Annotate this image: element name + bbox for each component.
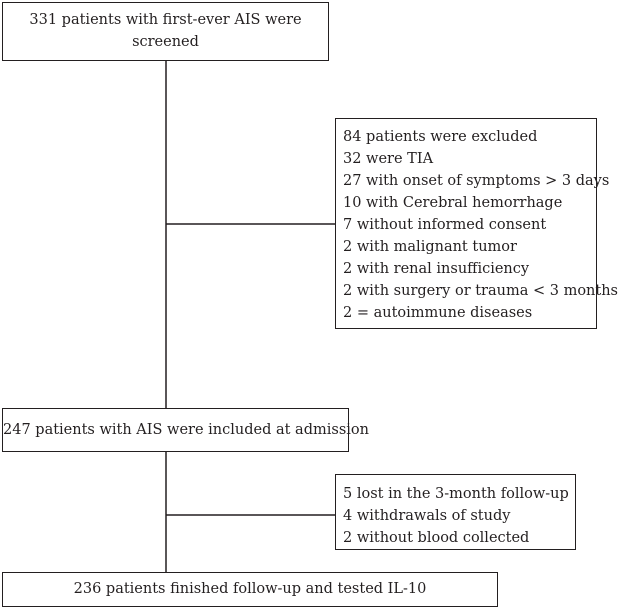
excluded-line-7: 2 with renal insufficiency xyxy=(343,261,530,277)
excluded-line-1: 84 patients were excluded xyxy=(343,129,538,145)
finished-text: 236 patients finished follow-up and test… xyxy=(73,581,427,597)
lost-line-3: 2 without blood collected xyxy=(343,530,530,546)
excluded-line-3: 27 with onset of symptoms > 3 days xyxy=(343,173,610,189)
excluded-line-2: 32 were TIA xyxy=(343,151,434,167)
excluded-line-6: 2 with malignant tumor xyxy=(343,239,517,255)
excluded-line-4: 10 with Cerebral hemorrhage xyxy=(343,195,563,211)
screened-line-2: screened xyxy=(132,34,199,50)
finished-box: 236 patients finished follow-up and test… xyxy=(2,572,498,607)
excluded-line-5: 7 without informed consent xyxy=(343,217,547,233)
lost-line-2: 4 withdrawals of study xyxy=(343,508,511,524)
excluded-line-8: 2 with surgery or trauma < 3 months xyxy=(343,283,618,299)
lost-line-1: 5 lost in the 3-month follow-up xyxy=(343,486,569,502)
excluded-box: 84 patients were excluded 32 were TIA 27… xyxy=(335,118,618,329)
included-text: 247 patients with AIS were included at a… xyxy=(3,422,369,438)
screened-line-1: 331 patients with first-ever AIS were xyxy=(29,12,302,28)
screened-box: 331 patients with first-ever AIS were sc… xyxy=(2,2,329,61)
connector-lines xyxy=(165,61,335,572)
excluded-line-9: 2 = autoimmune diseases xyxy=(343,305,533,321)
lost-box: 5 lost in the 3-month follow-up 4 withdr… xyxy=(335,474,576,550)
included-box: 247 patients with AIS were included at a… xyxy=(2,408,369,452)
